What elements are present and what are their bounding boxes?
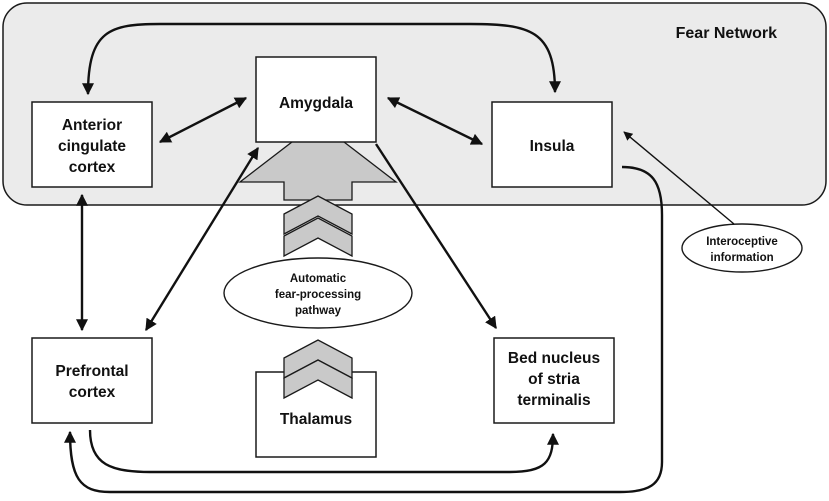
connector-interoceptive-insula [623,131,735,225]
chevron [283,217,353,258]
acc-label-line: cingulate [58,138,126,155]
acc-label-line: Anterior [62,117,122,134]
connector-prefrontal-amygdala [144,146,260,332]
insula-box [491,101,613,188]
bnst-label-line: of stria [528,371,580,388]
bnst-label-line: Bed nucleus [508,350,600,367]
chevron [283,195,353,236]
prefrontal-label-line: cortex [69,384,116,401]
insula-label: Insula [530,138,575,155]
pathway-label-line: pathway [295,305,342,317]
amygdala-box [255,56,377,143]
connector-amygdala-bnst [374,143,498,330]
acc-label-line: cortex [69,159,116,176]
connector-prefrontal-bnst [88,429,559,474]
bed-nucleus-box [493,337,615,424]
connector-amygdala-insula [386,96,484,146]
thalamus-label: Thalamus [280,411,352,428]
bnst-label-line: terminalis [517,392,590,409]
prefrontal-cortex-box [31,337,153,424]
interoceptive-label-line: information [710,252,773,264]
connector-acc-insula [82,22,561,96]
anterior-cingulate-cortex-box [31,101,153,188]
big-arrow-head [238,121,398,201]
thalamus-box [255,371,377,458]
amygdala-label: Amygdala [279,95,353,112]
fear-network-title: Fear Network [676,25,777,42]
interoceptive-ellipse [681,223,803,273]
pathway-label-line: Automatic [290,273,347,285]
chevron [283,359,353,400]
interoceptive-label-line: Interoceptive [706,236,778,248]
prefrontal-label-line: Prefrontal [55,363,128,380]
pathway-label-line: fear-processing [275,289,361,301]
connector-acc-amygdala [158,96,248,144]
connector-insula-prefrontal [64,165,664,494]
